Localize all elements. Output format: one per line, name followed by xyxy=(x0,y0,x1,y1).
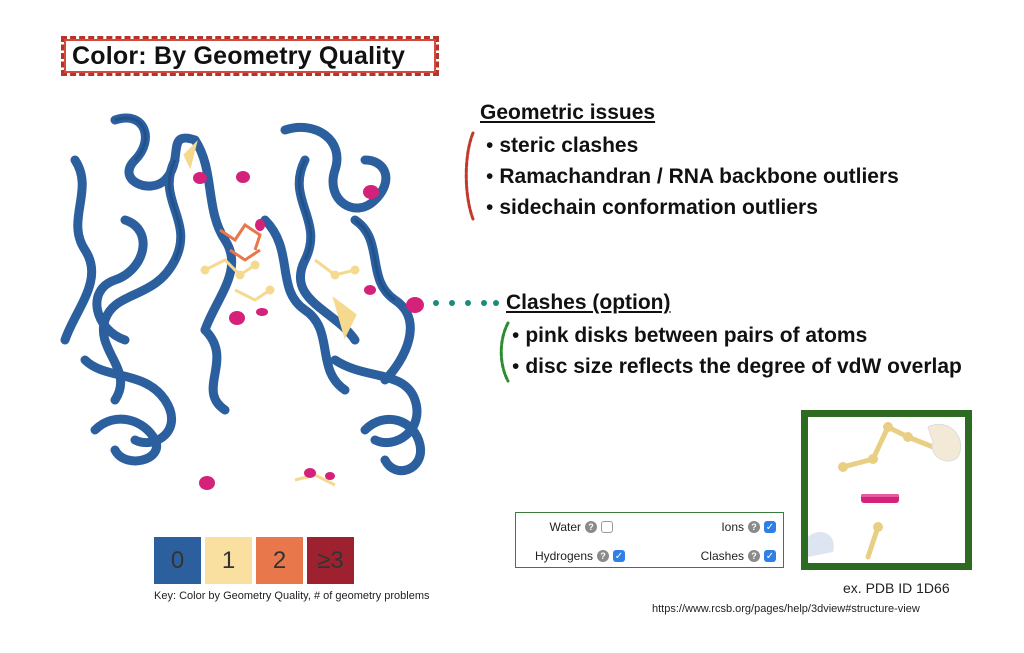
list-item: disc size reflects the degree of vdW ove… xyxy=(512,351,961,382)
list-item: Ramachandran / RNA backbone outliers xyxy=(486,161,898,192)
connector-dots-icon xyxy=(433,300,499,306)
clashes-label: Clashes xyxy=(700,549,744,563)
key-label: 2 xyxy=(272,546,287,574)
ions-checkbox[interactable]: ✓ xyxy=(764,521,776,533)
protein-structure-image xyxy=(60,113,425,490)
water-option: Water ? xyxy=(549,520,613,534)
key-label: 0 xyxy=(170,546,185,574)
help-icon[interactable]: ? xyxy=(748,550,760,562)
clashes-list: pink disks between pairs of atoms disc s… xyxy=(512,320,962,382)
help-icon[interactable]: ? xyxy=(585,521,597,533)
clashes-option: Clashes ? ✓ xyxy=(701,549,776,563)
water-checkbox[interactable] xyxy=(601,521,613,533)
slide-title: Color: By Geometry Quality xyxy=(61,36,439,76)
display-options-panel: Water ? Ions ? ✓ Hydrogens ? ✓ Clashes ?… xyxy=(515,512,784,568)
list-item: steric clashes xyxy=(486,130,899,161)
list-item: sidechain conformation outliers xyxy=(486,192,899,223)
help-icon[interactable]: ? xyxy=(748,521,760,533)
clashes-heading: Clashes (option) xyxy=(506,291,671,314)
key-caption: Key: Color by Geometry Quality, # of geo… xyxy=(154,590,430,602)
clash-closeup-image xyxy=(801,410,972,570)
pdb-id-label: ex. PDB ID 1D66 xyxy=(843,580,950,596)
green-bracket-icon xyxy=(499,321,510,383)
key-cell-3plus: ≥3 xyxy=(307,537,354,584)
hydrogens-label: Hydrogens xyxy=(534,549,593,563)
source-url[interactable]: https://www.rcsb.org/pages/help/3dview#s… xyxy=(652,603,920,615)
color-key: 0 1 2 ≥3 xyxy=(154,537,354,584)
geometric-issues-heading: Geometric issues xyxy=(480,101,656,124)
clash-closeup-drawing xyxy=(808,422,962,560)
key-cell-0: 0 xyxy=(154,537,201,584)
clashes-checkbox[interactable]: ✓ xyxy=(764,550,776,562)
key-cell-1: 1 xyxy=(205,537,252,584)
key-cell-2: 2 xyxy=(256,537,303,584)
key-label: 1 xyxy=(221,546,236,574)
key-label: ≥3 xyxy=(317,546,344,574)
hydrogens-option: Hydrogens ? ✓ xyxy=(535,549,625,563)
list-item: pink disks between pairs of atoms xyxy=(512,320,962,351)
help-icon[interactable]: ? xyxy=(597,550,609,562)
ions-option: Ions ? ✓ xyxy=(721,520,776,534)
water-label: Water xyxy=(549,520,581,534)
red-bracket-icon xyxy=(464,131,475,221)
ions-label: Ions xyxy=(721,520,744,534)
geometric-issues-list: steric clashes Ramachandran / RNA backbo… xyxy=(486,130,899,223)
slide-title-text: Color: By Geometry Quality xyxy=(72,41,406,70)
hydrogens-checkbox[interactable]: ✓ xyxy=(613,550,625,562)
